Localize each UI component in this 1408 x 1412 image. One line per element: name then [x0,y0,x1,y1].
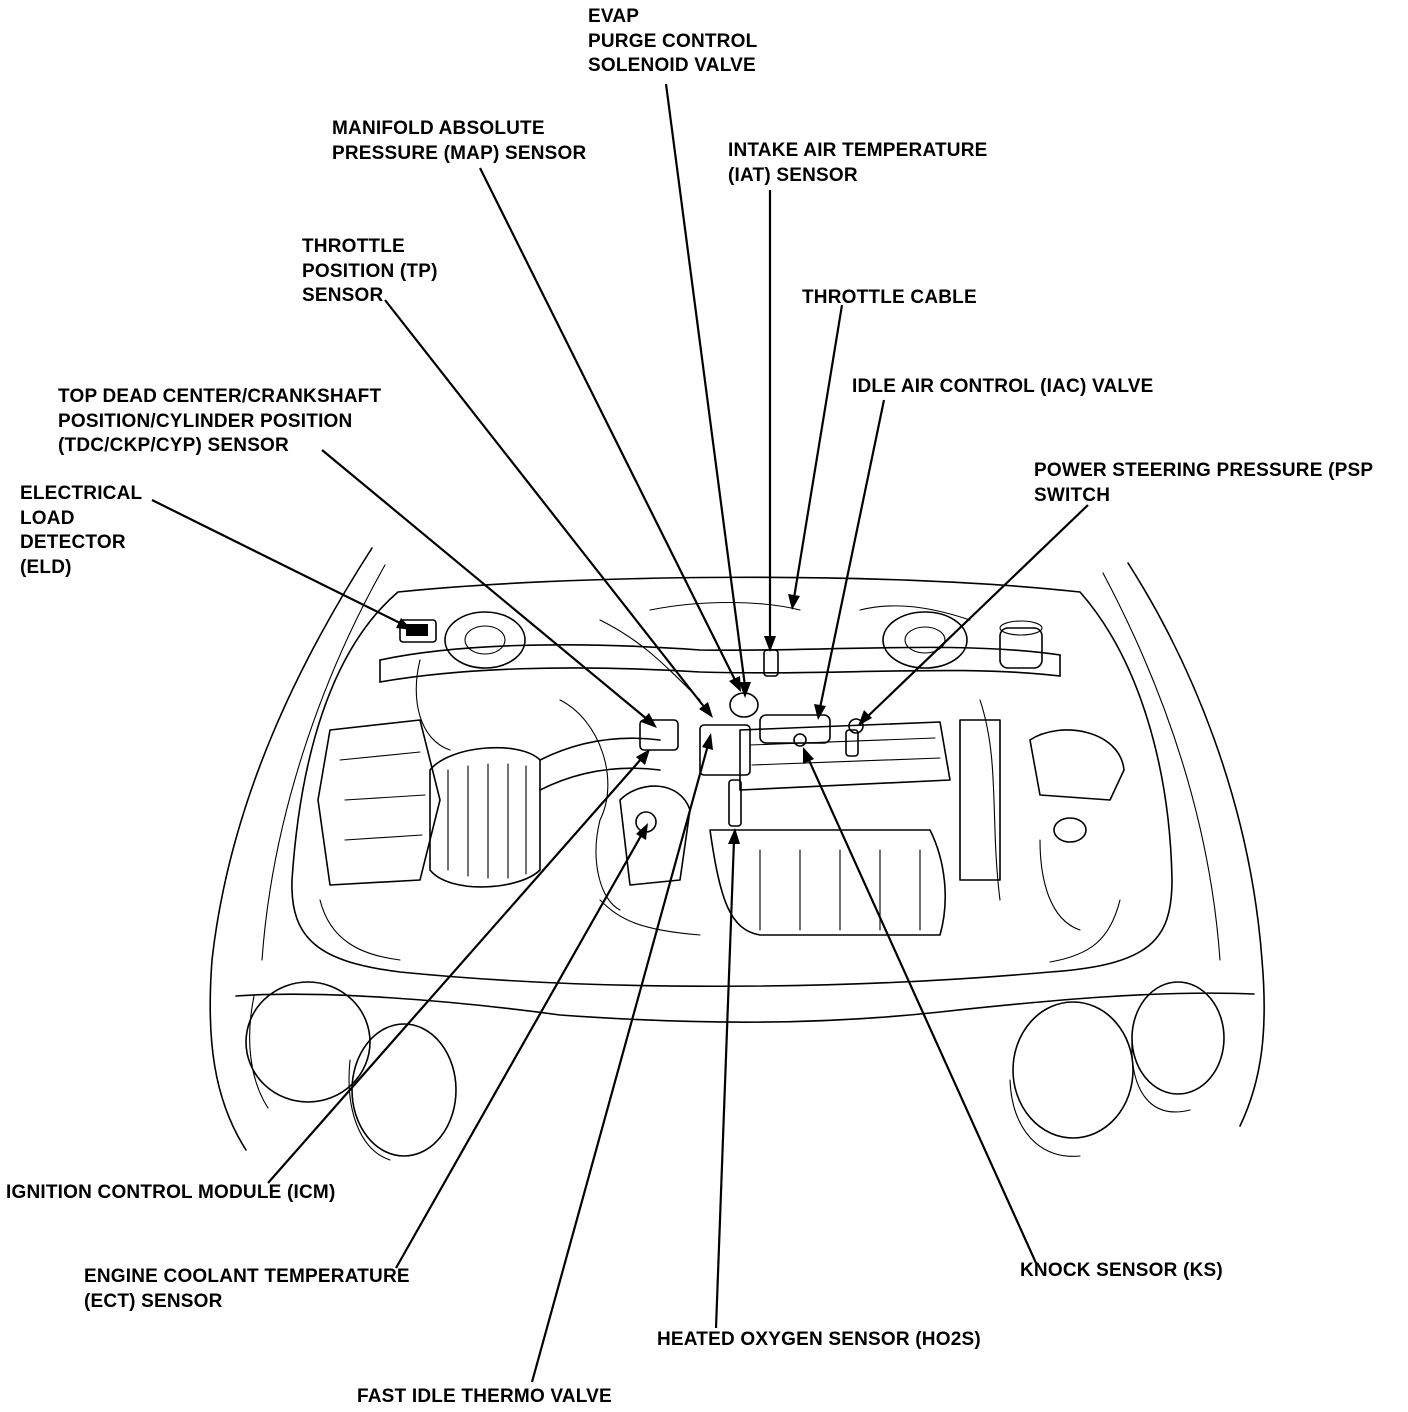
label-line: (ECT) SENSOR [84,1290,223,1312]
label-line: (ELD) [20,556,72,578]
label-tp-sensor: THROTTLE POSITION (TP) SENSOR [302,235,438,309]
engine-bay-details [317,601,1125,963]
label-line: DETECTOR [20,532,126,553]
label-knock-sensor: KNOCK SENSOR (KS) [1020,1259,1223,1284]
label-icm: IGNITION CONTROL MODULE (ICM) [6,1181,335,1206]
label-line: SWITCH [1034,484,1111,506]
label-line: THROTTLE [302,236,405,257]
label-line: MANIFOLD ABSOLUTE [332,118,545,139]
label-line: PRESSURE (MAP) SENSOR [332,142,587,164]
label-line: POSITION/CYLINDER POSITION [58,410,353,432]
label-ect-sensor: ENGINE COOLANT TEMPERATURE (ECT) SENSOR [84,1265,410,1314]
label-eld: ELECTRICAL LOAD DETECTOR (ELD) [20,482,142,580]
label-fast-idle-thermo-valve: FAST IDLE THERMO VALVE [357,1385,612,1410]
label-throttle-cable: THROTTLE CABLE [802,286,977,311]
label-line: POWER STEERING PRESSURE (PSP [1034,460,1374,481]
label-line: SENSOR [302,285,384,306]
label-line: FAST IDLE THERMO VALVE [357,1386,612,1407]
label-line: (IAT) SENSOR [728,164,858,186]
label-line: ELECTRICAL [20,483,143,504]
label-tdc-ckp-cyp-sensor: TOP DEAD CENTER/CRANKSHAFT POSITION/CYLIN… [58,385,381,459]
label-line: (TDC/CKP/CYP) SENSOR [58,435,289,456]
label-line: HEATED OXYGEN SENSOR (HO2S) [657,1329,981,1350]
label-ho2s: HEATED OXYGEN SENSOR (HO2S) [657,1328,981,1353]
label-line: POSITION (TP) [302,260,438,282]
label-iat-sensor: INTAKE AIR TEMPERATURE (IAT) SENSOR [728,139,988,188]
leader-lines [151,83,1089,1383]
label-iac-valve: IDLE AIR CONTROL (IAC) VALVE [852,375,1154,400]
label-line: IGNITION CONTROL MODULE (ICM) [6,1182,336,1203]
label-map-sensor: MANIFOLD ABSOLUTE PRESSURE (MAP) SENSOR [332,117,586,166]
label-psp-switch: POWER STEERING PRESSURE (PSP SWITCH [1034,459,1373,508]
label-line: THROTTLE CABLE [802,287,977,308]
label-line: SOLENOID VALVE [588,55,756,76]
label-line: TOP DEAD CENTER/CRANKSHAFT [58,386,382,407]
label-line: EVAP [588,6,640,27]
label-line: KNOCK SENSOR (KS) [1020,1260,1223,1281]
label-line: IDLE AIR CONTROL (IAC) VALVE [852,376,1154,397]
car-body-outline [209,547,1265,1161]
label-line: ENGINE COOLANT TEMPERATURE [84,1266,410,1287]
label-line: PURGE CONTROL [588,30,758,52]
label-line: LOAD [20,507,75,529]
label-evap-purge-control-solenoid-valve: EVAP PURGE CONTROL SOLENOID VALVE [588,5,757,79]
label-line: INTAKE AIR TEMPERATURE [728,140,988,161]
